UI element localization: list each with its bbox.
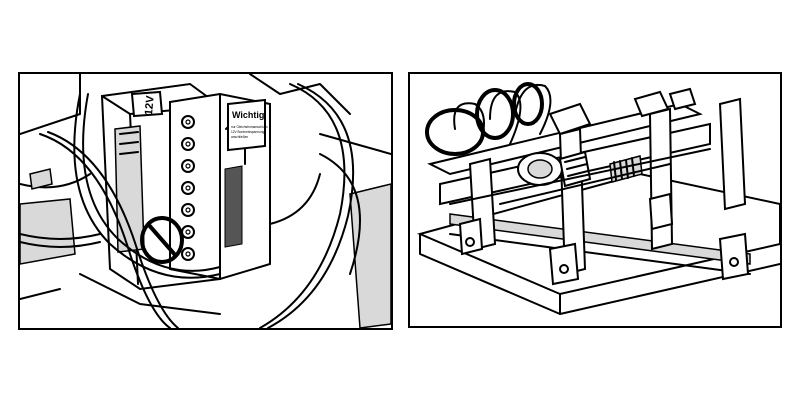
motor xyxy=(517,150,592,188)
warning-line-2: 12V Bordnetzspannung xyxy=(231,130,265,134)
warning-title: Wichtig xyxy=(232,110,264,120)
control-box-drawing: 12V xyxy=(20,74,391,328)
mount-clamps xyxy=(458,217,750,286)
highlight-circle-3 xyxy=(512,82,544,126)
voltage-label: 12V xyxy=(143,95,157,116)
highlight-slash xyxy=(146,222,178,258)
hoses xyxy=(20,83,361,328)
voltage-label-tag: 12V xyxy=(130,90,164,118)
socket-row xyxy=(181,115,195,261)
warning-line-3: anschließen xyxy=(231,135,248,139)
highlight-circle-2 xyxy=(475,88,515,140)
warning-line-1: nur Gleichstromanschluss xyxy=(231,125,268,129)
control-box-illustration: 12V xyxy=(18,72,393,330)
machine-frame-drawing xyxy=(416,82,780,315)
warning-sticker: Wichtig nur Gleichstromanschluss 12V Bor… xyxy=(227,98,268,152)
highlight-circle xyxy=(140,216,184,264)
machine-frame-illustration xyxy=(408,72,782,328)
